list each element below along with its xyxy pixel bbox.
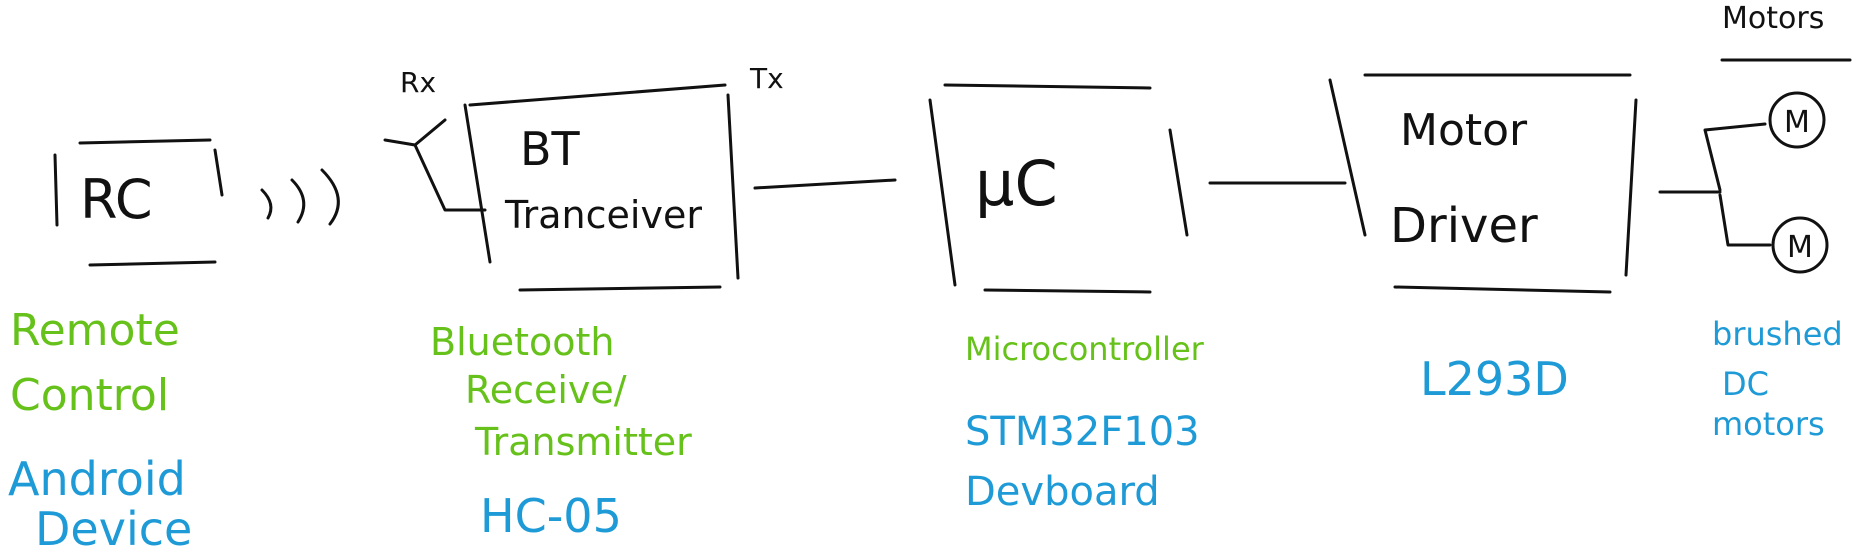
bt-label-line2: Tranceiver (504, 193, 702, 237)
mcu-block-bottom-edge (983, 288, 1152, 294)
wire-motor-bottom (1718, 193, 1772, 247)
bt-block-left-edge (463, 103, 492, 264)
mcu-block-right-edge (1168, 128, 1189, 237)
rc-block-left-edge (53, 153, 59, 227)
motor-bottom-label: M (1787, 230, 1813, 265)
motors-title: Motors (1722, 1, 1824, 36)
antenna-rx: Rx (383, 66, 487, 212)
rc-part-line1: Android (8, 452, 186, 506)
rc-label: RC (80, 168, 153, 231)
bt-block-top-edge (468, 83, 727, 107)
rc-block-bottom-edge (88, 260, 217, 267)
bt-label-line1: BT (520, 122, 581, 176)
motors-part-line3: motors (1712, 405, 1825, 443)
rc-block-right-edge (213, 148, 224, 197)
link-bt-mcu (753, 178, 897, 190)
driver-block-bottom-edge (1393, 285, 1612, 294)
bt-block-right-edge (726, 93, 740, 280)
motor-top-label: M (1784, 105, 1810, 140)
bt-block: BT Tranceiver Tx (463, 62, 784, 292)
motor-icon (1768, 91, 1826, 149)
bt-desc-line3: Transmitter (474, 420, 692, 464)
bt-block-bottom-edge (518, 285, 722, 292)
mcu-block-top-edge (943, 83, 1152, 90)
driver-block: Motor Driver (1328, 73, 1638, 294)
motors-part-line2: DC (1722, 365, 1769, 403)
rc-block: RC (53, 138, 224, 267)
rx-label: Rx (400, 66, 436, 99)
driver-block-left-edge (1328, 78, 1367, 237)
driver-block-right-edge (1624, 98, 1638, 277)
antenna-icon (383, 118, 447, 147)
bt-desc-line2: Receive/ (465, 368, 627, 412)
bt-desc-line1: Bluetooth (430, 320, 614, 364)
rc-desc-line1: Remote (10, 305, 180, 356)
mcu-part-line1: STM32F103 (965, 409, 1200, 455)
mcu-part-line2: Devboard (965, 469, 1160, 515)
driver-label-line1: Motor (1400, 105, 1528, 156)
driver-part: L293D (1420, 352, 1569, 406)
tx-label: Tx (749, 62, 784, 95)
driver-label-line2: Driver (1390, 198, 1538, 254)
motors-group: Motors M M (1720, 1, 1852, 274)
wire-motor-top (1703, 122, 1767, 192)
radio-waves-icon (260, 168, 340, 226)
mcu-desc: Microcontroller (965, 330, 1205, 368)
mcu-label: μC (975, 147, 1058, 220)
rc-part-line2: Device (35, 502, 192, 552)
motor-icon (1771, 216, 1829, 274)
rc-desc-line2: Control (10, 370, 169, 421)
motors-part-line1: brushed (1712, 315, 1843, 353)
rc-block-top-edge (78, 138, 212, 145)
bt-part: HC-05 (480, 489, 622, 543)
mcu-block-left-edge (928, 98, 957, 287)
mcu-block: μC (928, 83, 1189, 294)
